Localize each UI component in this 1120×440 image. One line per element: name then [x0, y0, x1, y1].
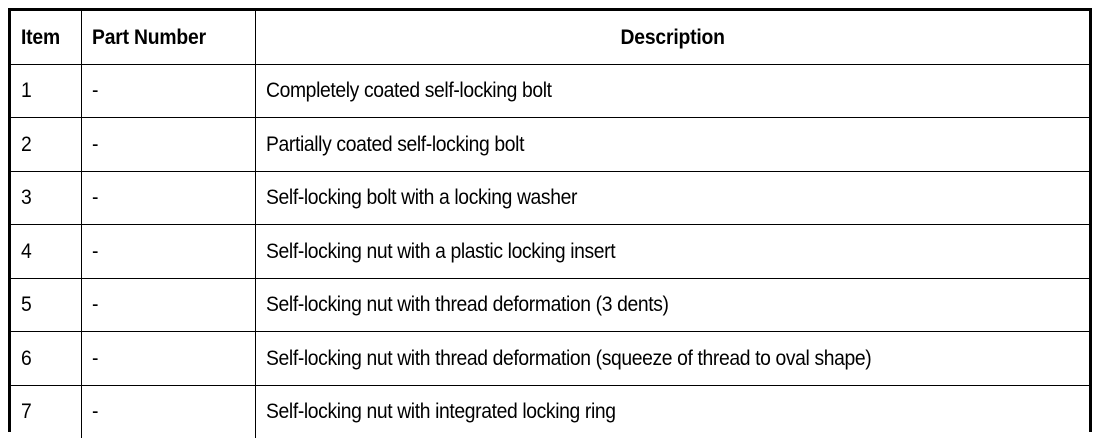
cell-description: Self-locking bolt with a locking washer: [254, 170, 1089, 225]
cell-item-text: 7: [21, 400, 32, 424]
column-header-description-label: Description: [620, 25, 725, 49]
cell-item: 5: [11, 277, 82, 332]
cell-description: Completely coated self-locking bolt: [254, 63, 1089, 118]
cell-description-text: Completely coated self-locking bolt: [265, 79, 552, 103]
cell-part-number: -: [80, 331, 256, 386]
cell-item-text: 1: [21, 79, 32, 103]
cell-part-number-text: -: [91, 132, 98, 156]
cell-part-number: -: [80, 384, 256, 438]
table-row: 1 - Completely coated self-locking bolt: [11, 63, 1089, 118]
cell-description: Self-locking nut with integrated locking…: [254, 384, 1089, 438]
parts-table-container: Item Part Number Description 1 - Complet…: [8, 8, 1092, 438]
cell-description-text: Self-locking bolt with a locking washer: [265, 186, 577, 210]
cell-item: 2: [11, 117, 82, 172]
cell-part-number: -: [80, 117, 256, 172]
column-header-part-number-label: Part Number: [91, 25, 206, 49]
cell-part-number: -: [80, 170, 256, 225]
cell-item-text: 3: [21, 186, 32, 210]
cell-description-text: Self-locking nut with thread deformation…: [265, 346, 872, 370]
table-body: 1 - Completely coated self-locking bolt …: [11, 63, 1089, 438]
table-row: 7 - Self-locking nut with integrated loc…: [11, 384, 1089, 438]
cell-description: Self-locking nut with thread deformation…: [254, 331, 1089, 386]
cell-part-number-text: -: [91, 293, 98, 317]
cell-part-number-text: -: [91, 79, 98, 103]
cell-description: Partially coated self-locking bolt: [254, 117, 1089, 172]
cell-part-number-text: -: [91, 346, 98, 370]
cell-part-number-text: -: [91, 186, 98, 210]
table-row: 2 - Partially coated self-locking bolt: [11, 117, 1089, 172]
column-header-description: Description: [254, 11, 1089, 65]
table-row: 5 - Self-locking nut with thread deforma…: [11, 277, 1089, 332]
table-row: 4 - Self-locking nut with a plastic lock…: [11, 224, 1089, 279]
cell-description-text: Self-locking nut with integrated locking…: [265, 400, 616, 424]
cell-description-text: Self-locking nut with thread deformation…: [265, 293, 669, 317]
cell-item-text: 5: [21, 293, 32, 317]
cell-description: Self-locking nut with thread deformation…: [254, 277, 1089, 332]
cell-part-number: -: [80, 63, 256, 118]
column-header-item: Item: [11, 11, 82, 65]
column-header-part-number: Part Number: [80, 11, 256, 65]
cell-item: 1: [11, 63, 82, 118]
cell-part-number-text: -: [91, 239, 98, 263]
cell-item: 7: [11, 384, 82, 438]
cell-item: 6: [11, 331, 82, 386]
cell-item-text: 4: [21, 239, 32, 263]
cell-item-text: 6: [21, 346, 32, 370]
column-header-item-label: Item: [21, 25, 60, 49]
parts-table: Item Part Number Description 1 - Complet…: [11, 11, 1089, 438]
cell-item: 3: [11, 170, 82, 225]
cell-description: Self-locking nut with a plastic locking …: [254, 224, 1089, 279]
cell-description-text: Self-locking nut with a plastic locking …: [265, 239, 616, 263]
table-row: 3 - Self-locking bolt with a locking was…: [11, 170, 1089, 225]
cell-part-number-text: -: [91, 400, 98, 424]
cell-part-number: -: [80, 224, 256, 279]
table-header: Item Part Number Description: [11, 11, 1089, 65]
table-row: 6 - Self-locking nut with thread deforma…: [11, 331, 1089, 386]
table-header-row: Item Part Number Description: [11, 11, 1089, 65]
cell-description-text: Partially coated self-locking bolt: [265, 132, 524, 156]
cell-item: 4: [11, 224, 82, 279]
cell-item-text: 2: [21, 132, 32, 156]
cell-part-number: -: [80, 277, 256, 332]
